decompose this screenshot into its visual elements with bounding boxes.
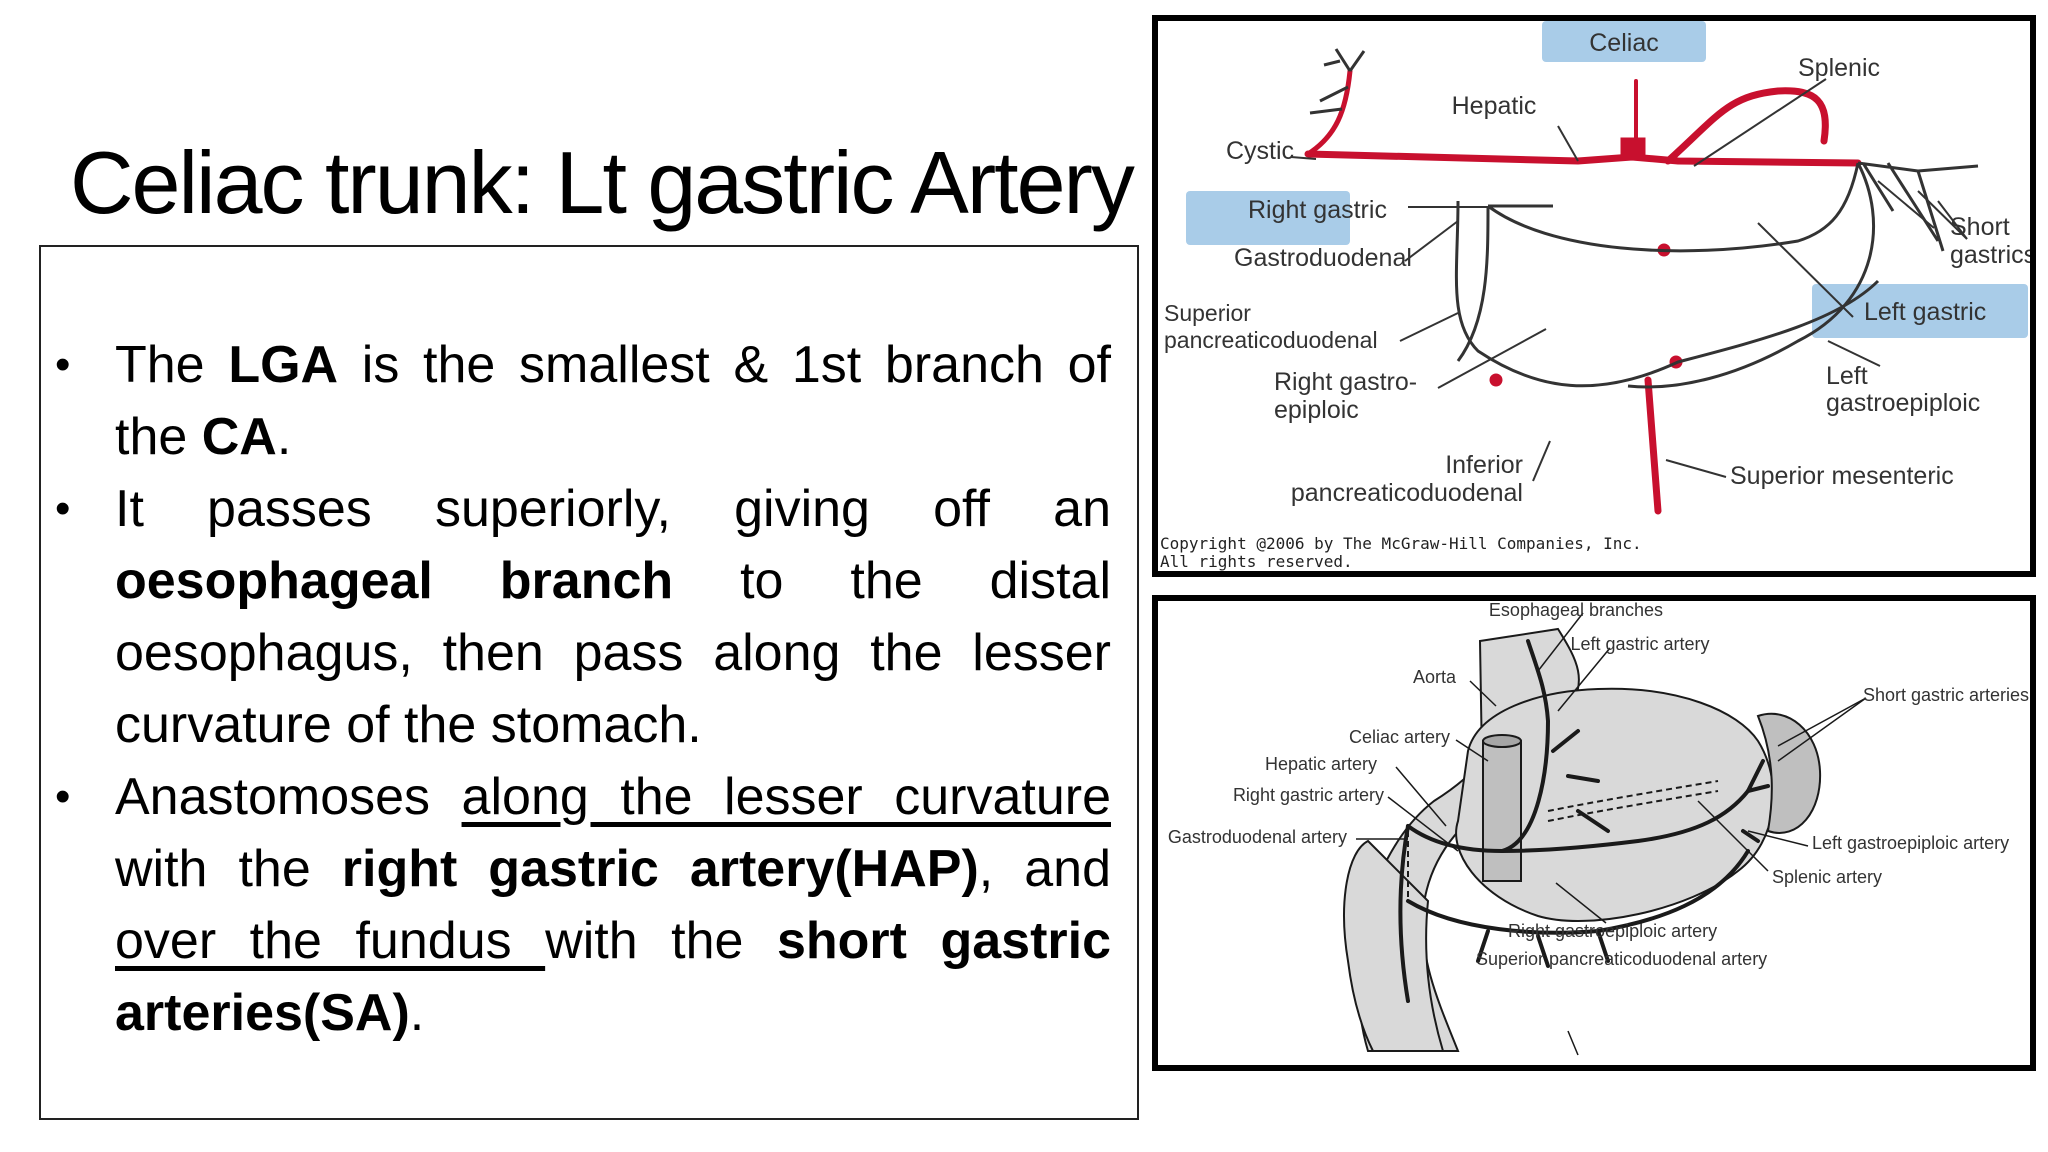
copyright-line-1: Copyright @2006 by The McGraw-Hill Compa… xyxy=(1160,534,1642,553)
dashed-vessels xyxy=(1407,780,1719,901)
bullet-list: • The LGA is the smallest & 1st branch of… xyxy=(41,329,1111,1049)
artery-branches xyxy=(1398,639,1770,1003)
label-celiac-artery: Celiac artery xyxy=(1349,727,1450,747)
label-aorta: Aorta xyxy=(1413,667,1457,687)
label-right-ge-1: Right gastro- xyxy=(1274,368,1417,396)
bullet-dot: • xyxy=(55,340,71,389)
label-right-gastric-artery: Right gastric artery xyxy=(1233,785,1384,805)
label-inferior-pd-1: Inferior xyxy=(1445,451,1523,479)
label-gastroduodenal-artery: Gastroduodenal artery xyxy=(1168,827,1347,847)
label-superior-pancreaticoduodenal-artery: Superior pancreaticoduodenal artery xyxy=(1476,949,1767,969)
label-superior-pd-2: pancreaticoduodenal xyxy=(1164,327,1378,353)
label-right-gastric: Right gastric xyxy=(1248,196,1387,224)
bold-text: short gastric arteries(SA) xyxy=(115,912,1111,1042)
celiac-trunk-diagram: Celiac Hepatic Splenic Cystic Right gast… xyxy=(1152,15,2036,577)
label-esophageal-branches: Esophageal branches xyxy=(1489,601,1663,620)
bullet-item: •Anastomoses along the lesser curvature … xyxy=(41,761,1111,1049)
stomach-arteries-diagram: Esophageal branches Left gastric artery … xyxy=(1152,595,2036,1071)
bullet-text: . xyxy=(276,408,292,466)
label-left-ge-1: Left xyxy=(1826,362,1868,390)
label-short-gastric-arteries: Short gastric arteries xyxy=(1863,685,2029,705)
left-gastric-highlight xyxy=(1812,284,2028,338)
bullet-dot: • xyxy=(55,772,71,821)
bullet-item: • It passes superiorly, giving off an oes… xyxy=(41,473,1111,761)
bullet-text: It passes superiorly, giving off an xyxy=(115,480,1111,538)
celiac-highlight xyxy=(1542,21,1706,62)
spleen-shape xyxy=(1756,712,1822,834)
bullet-text: . xyxy=(409,984,425,1042)
red-arteries xyxy=(1304,68,1862,515)
bold-text: right gastric artery(HAP) xyxy=(341,840,979,898)
bullet-text: to the distal oesophagus, then pass alon… xyxy=(115,552,1112,754)
label-hepatic: Hepatic xyxy=(1452,92,1537,120)
bullet-dot: • xyxy=(55,484,71,533)
label-left-gastric: Left gastric xyxy=(1864,298,1986,326)
label-superior-pd-1: Superior xyxy=(1164,300,1251,326)
copyright-line-2: All rights reserved. xyxy=(1160,552,1353,571)
aorta-shape xyxy=(1482,740,1522,882)
underlined-text: over the fundus xyxy=(115,912,546,970)
label-right-gastroepiploic-artery: Right gastroepiploic artery xyxy=(1508,921,1717,941)
bullet-text: with the xyxy=(545,912,777,970)
label-inferior-pd-2: pancreaticoduodenal xyxy=(1291,479,1523,507)
slide-title: Celiac trunk: Lt gastric Artery xyxy=(70,133,1135,232)
black-vessels xyxy=(1309,48,1979,389)
duodenum-shape xyxy=(1343,839,1445,1052)
bullet-text: with the xyxy=(115,840,342,898)
bullet-text: , and xyxy=(978,840,1112,898)
label-splenic: Splenic xyxy=(1798,54,1880,82)
underlined-text: along the lesser curvature xyxy=(461,768,1111,826)
label-celiac: Celiac xyxy=(1589,29,1658,57)
label-left-ge-2: gastroepiploic xyxy=(1826,389,1980,417)
bold-text: oesophageal branch xyxy=(115,552,674,610)
label-hepatic-artery: Hepatic artery xyxy=(1265,754,1377,774)
bold-text: LGA xyxy=(228,336,339,394)
label-gastroduodenal: Gastroduodenal xyxy=(1234,244,1412,272)
label-right-ge-2: epiploic xyxy=(1274,396,1359,424)
bullet-item: • The LGA is the smallest & 1st branch of… xyxy=(41,329,1111,473)
bullet-text: The xyxy=(115,336,229,394)
label-superior-mesenteric: Superior mesenteric xyxy=(1730,462,1954,490)
bullet-text: is the smallest & 1st branch of the xyxy=(115,336,1111,466)
label-short-gastrics-2: gastrics xyxy=(1950,241,2030,269)
label-short-gastrics-1: Short xyxy=(1950,213,2010,241)
pointer-lines-2 xyxy=(1356,612,1867,1056)
label-left-gastric-artery: Left gastric artery xyxy=(1570,634,1709,654)
bullet-text-box: • The LGA is the smallest & 1st branch of… xyxy=(39,245,1139,1120)
bold-text: CA xyxy=(201,408,277,466)
label-splenic-artery: Splenic artery xyxy=(1772,867,1882,887)
label-left-gastroepiploic-artery: Left gastroepiploic artery xyxy=(1812,833,2009,853)
right-gastric-highlight xyxy=(1186,191,1350,245)
bullet-text: Anastomoses xyxy=(115,768,462,826)
pointer-lines xyxy=(1290,78,1968,482)
label-cystic: Cystic xyxy=(1226,137,1294,165)
